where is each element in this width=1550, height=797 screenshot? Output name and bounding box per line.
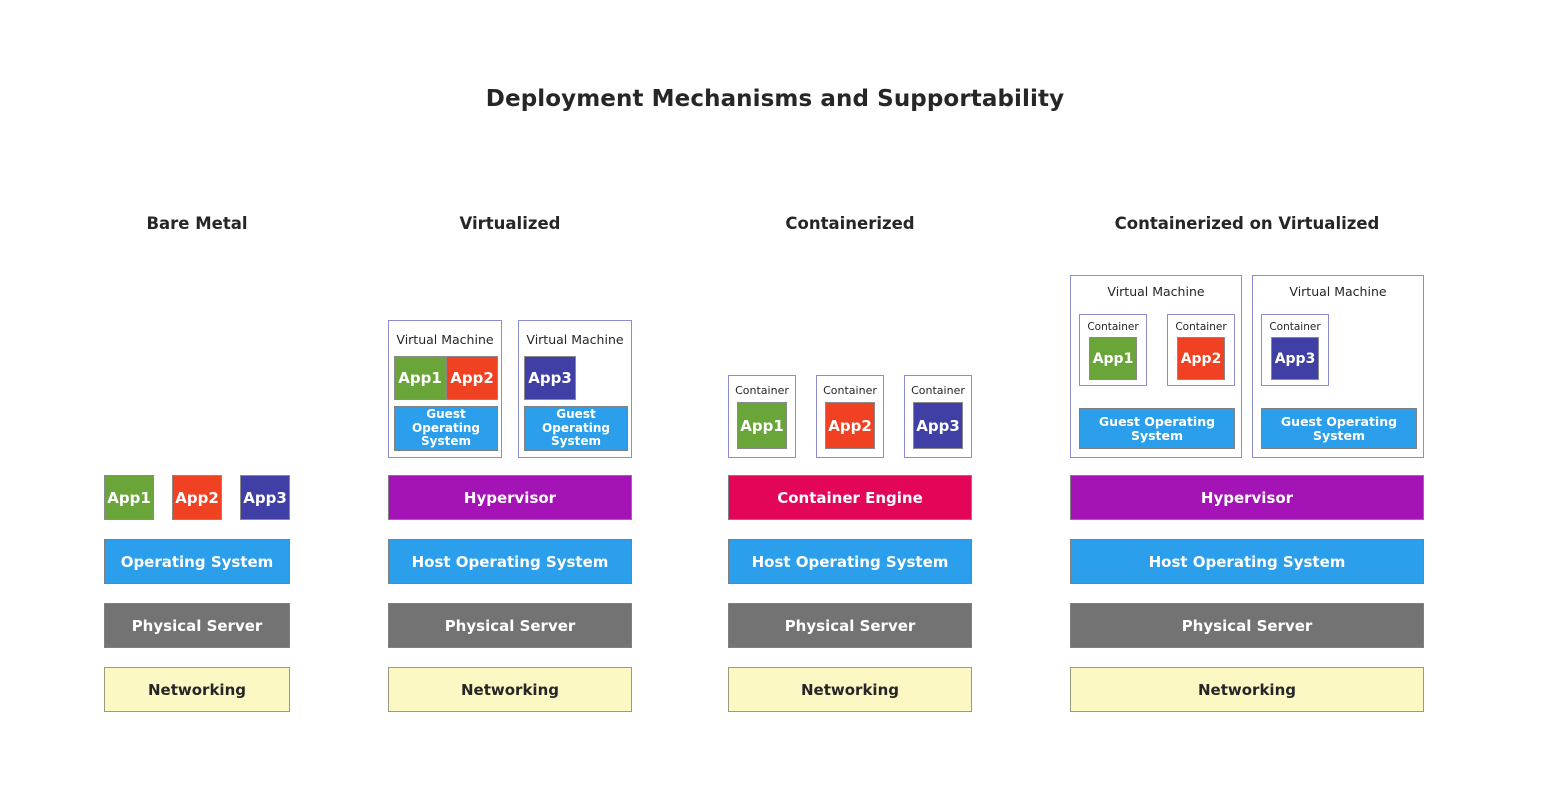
column-header-containerized: Containerized [785,214,915,233]
virtual-machine-label: Virtual Machine [1289,284,1387,299]
band-hypervisor: Hypervisor [388,475,632,520]
virtual-machine-box: Virtual Machine App1 App2 Guest Operatin… [388,320,502,458]
container-box: Container App3 [1261,314,1329,386]
container-box: Container App3 [904,375,972,458]
guest-operating-system-band: Guest Operating System [1261,408,1417,449]
guest-operating-system-band: Guest Operating System [524,406,628,451]
band-physical-server: Physical Server [728,603,972,648]
container-box: Container App1 [728,375,796,458]
virtual-machine-box: Virtual Machine App3 Guest Operating Sys… [518,320,632,458]
band-hypervisor: Hypervisor [1070,475,1424,520]
column-header-bare-metal: Bare Metal [146,214,248,233]
container-box: Container App2 [816,375,884,458]
band-networking: Networking [104,667,290,712]
column-header-containerized-on-virtualized: Containerized on Virtualized [1114,214,1380,233]
container-box: Container App1 [1079,314,1147,386]
container-label: Container [735,384,789,397]
app-box-app1: App1 [394,356,446,400]
guest-operating-system-band: Guest Operating System [1079,408,1235,449]
band-physical-server: Physical Server [104,603,290,648]
virtual-machine-label: Virtual Machine [526,332,624,347]
app-box-app2: App2 [825,402,875,449]
column-header-virtualized: Virtualized [459,214,561,233]
app-box-app1: App1 [1089,337,1137,380]
band-networking: Networking [1070,667,1424,712]
virtual-machine-box: Virtual Machine Container App3 Guest Ope… [1252,275,1424,458]
virtual-machine-box: Virtual Machine Container App1 Container… [1070,275,1242,458]
app-box-app3: App3 [524,356,576,400]
app-box-app3: App3 [1271,337,1319,380]
container-label: Container [911,384,965,397]
app-box-app2: App2 [172,475,222,520]
band-host-operating-system: Host Operating System [388,539,632,584]
container-label: Container [823,384,877,397]
band-physical-server: Physical Server [1070,603,1424,648]
guest-operating-system-band: Guest Operating System [394,406,498,451]
virtual-machine-label: Virtual Machine [396,332,494,347]
band-host-operating-system: Host Operating System [1070,539,1424,584]
container-box: Container App2 [1167,314,1235,386]
container-label: Container [1087,321,1139,333]
app-box-app2: App2 [446,356,498,400]
band-networking: Networking [728,667,972,712]
virtual-machine-label: Virtual Machine [1107,284,1205,299]
app-box-app2: App2 [1177,337,1225,380]
container-label: Container [1269,321,1321,333]
page-title: Deployment Mechanisms and Supportability [485,86,1065,112]
band-host-operating-system: Host Operating System [728,539,972,584]
app-box-app3: App3 [913,402,963,449]
band-networking: Networking [388,667,632,712]
container-label: Container [1175,321,1227,333]
band-physical-server: Physical Server [388,603,632,648]
app-box-app3: App3 [240,475,290,520]
app-box-app1: App1 [737,402,787,449]
band-container-engine: Container Engine [728,475,972,520]
app-box-app1: App1 [104,475,154,520]
band-operating-system: Operating System [104,539,290,584]
